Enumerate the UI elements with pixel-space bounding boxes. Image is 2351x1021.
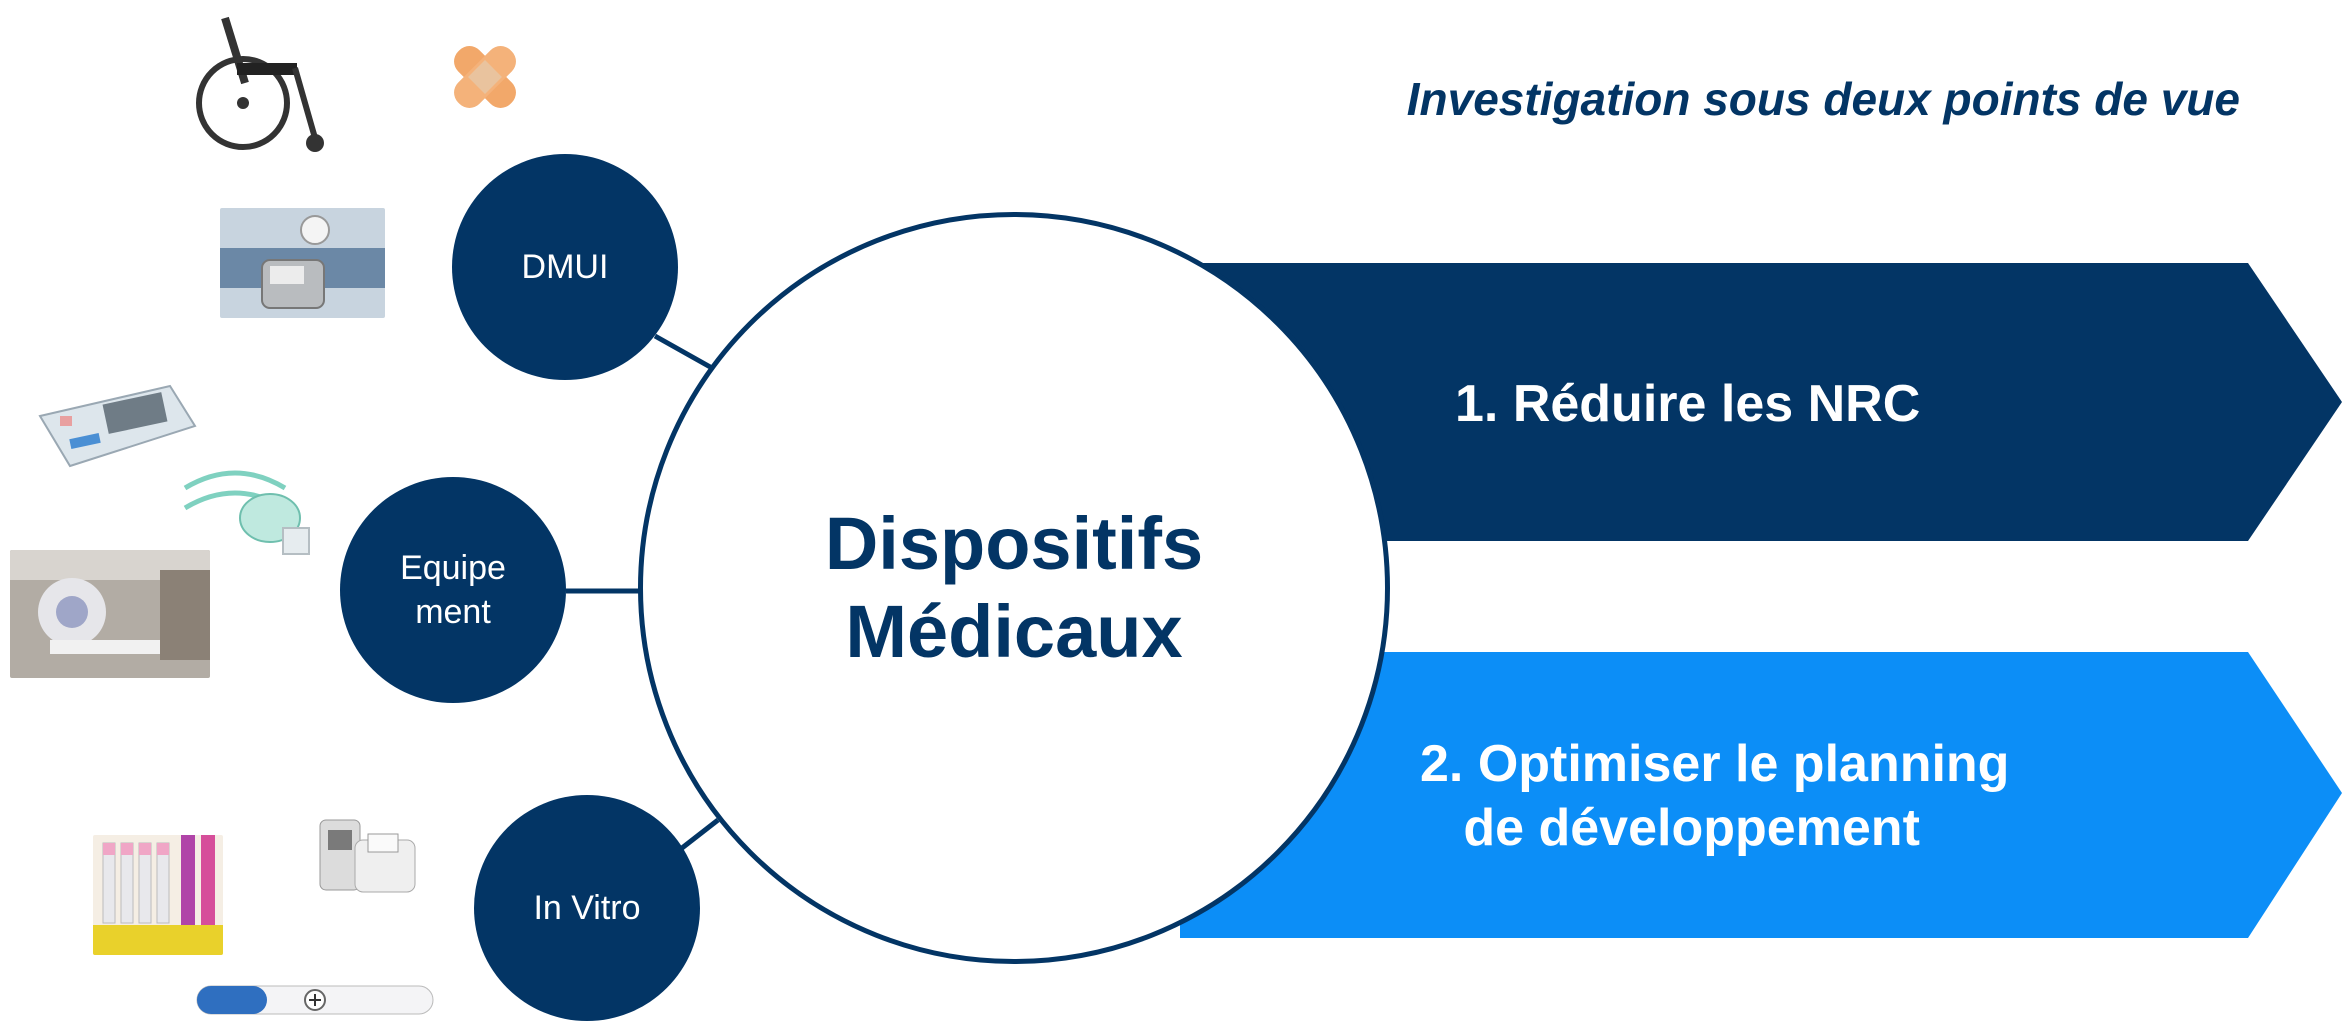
arrow-label-1: 1. Réduire les NRC [1455, 375, 1921, 433]
node-equipement: Equipe ment [340, 477, 566, 703]
connector-dmui [653, 333, 714, 371]
radiotherapy-machine-icon [10, 550, 210, 678]
pregnancy-test-icon [196, 985, 434, 1015]
central-hub-circle: Dispositifs Médicaux [638, 212, 1390, 964]
node-dmui-label: DMUI [521, 248, 609, 286]
ecg-device-icon [38, 384, 197, 468]
arrow-optimize-planning [1180, 652, 2342, 938]
hub-title: Dispositifs Médicaux [824, 502, 1204, 673]
bandage-icon [454, 46, 516, 108]
node-equipement-label: Equipe ment [400, 549, 506, 631]
oxygen-mask-icon [183, 470, 310, 555]
page-heading: Investigation sous deux points de vue [1406, 73, 2240, 125]
node-dmui: DMUI [452, 154, 678, 380]
node-in-vitro-label: In Vitro [533, 889, 641, 927]
test-tubes-icon [93, 835, 223, 955]
arrow-reduce-nrc [1200, 263, 2342, 541]
insulin-pump-icon [220, 208, 385, 318]
arrow-label-2: 2. Optimiser le planning de développemen… [1420, 735, 2010, 857]
diagnostic-analyzer-icon [300, 800, 430, 930]
node-in-vitro: In Vitro [474, 795, 700, 1021]
connector-in-vitro [680, 818, 720, 850]
wheelchair-icon [196, 16, 324, 152]
